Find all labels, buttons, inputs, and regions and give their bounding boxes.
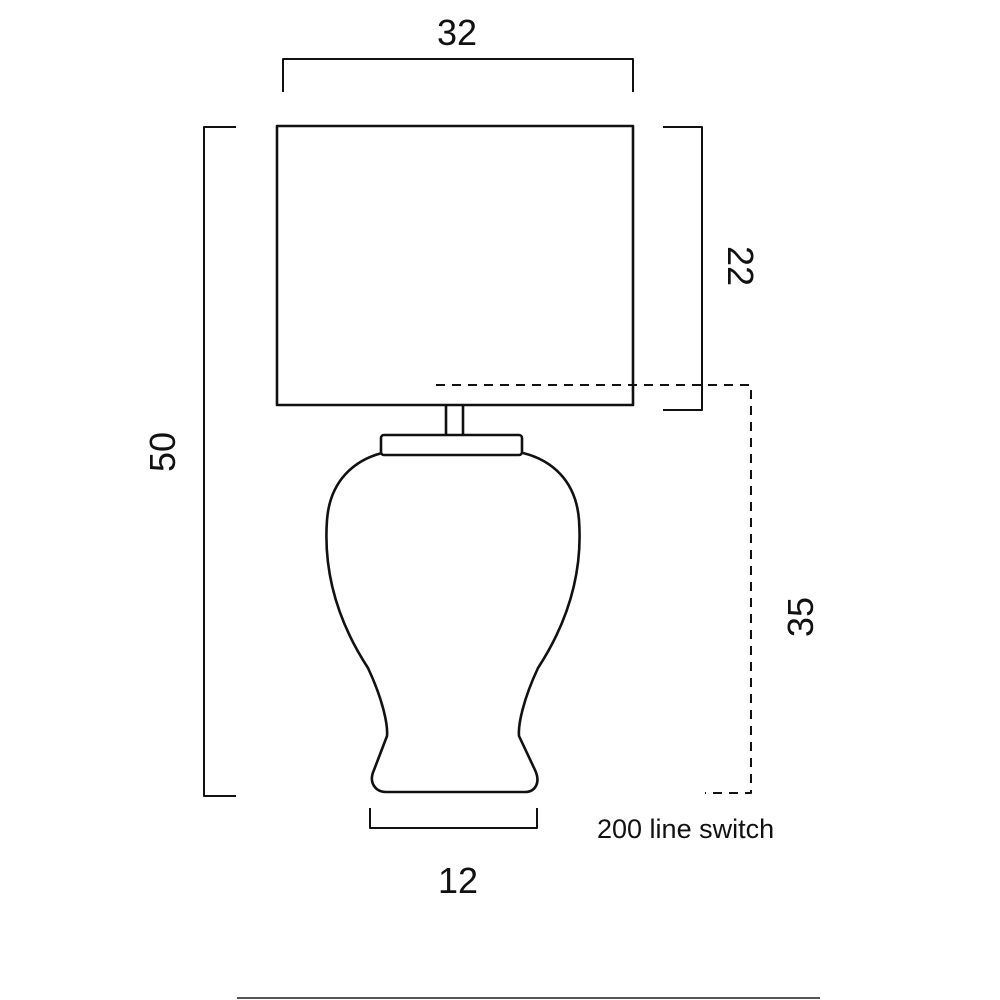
lamp-collar <box>379 433 524 457</box>
lamp-shade <box>275 124 635 407</box>
switch-height-label: 35 <box>780 596 821 638</box>
overall-height-label: 50 <box>142 431 183 473</box>
switch-height-dashed-line <box>436 384 752 794</box>
base-width-label: 12 <box>437 860 479 901</box>
lamp-stem <box>444 405 465 435</box>
lamp-base-body <box>325 451 581 794</box>
shade-width-bracket <box>282 58 634 92</box>
shade-height-label: 22 <box>720 245 761 287</box>
switch-note: 200 line switch <box>597 814 775 844</box>
shade-height-bracket <box>663 126 703 411</box>
base-width-bracket <box>369 808 538 829</box>
shade-width-label: 32 <box>436 12 478 53</box>
overall-height-bracket <box>203 126 236 797</box>
